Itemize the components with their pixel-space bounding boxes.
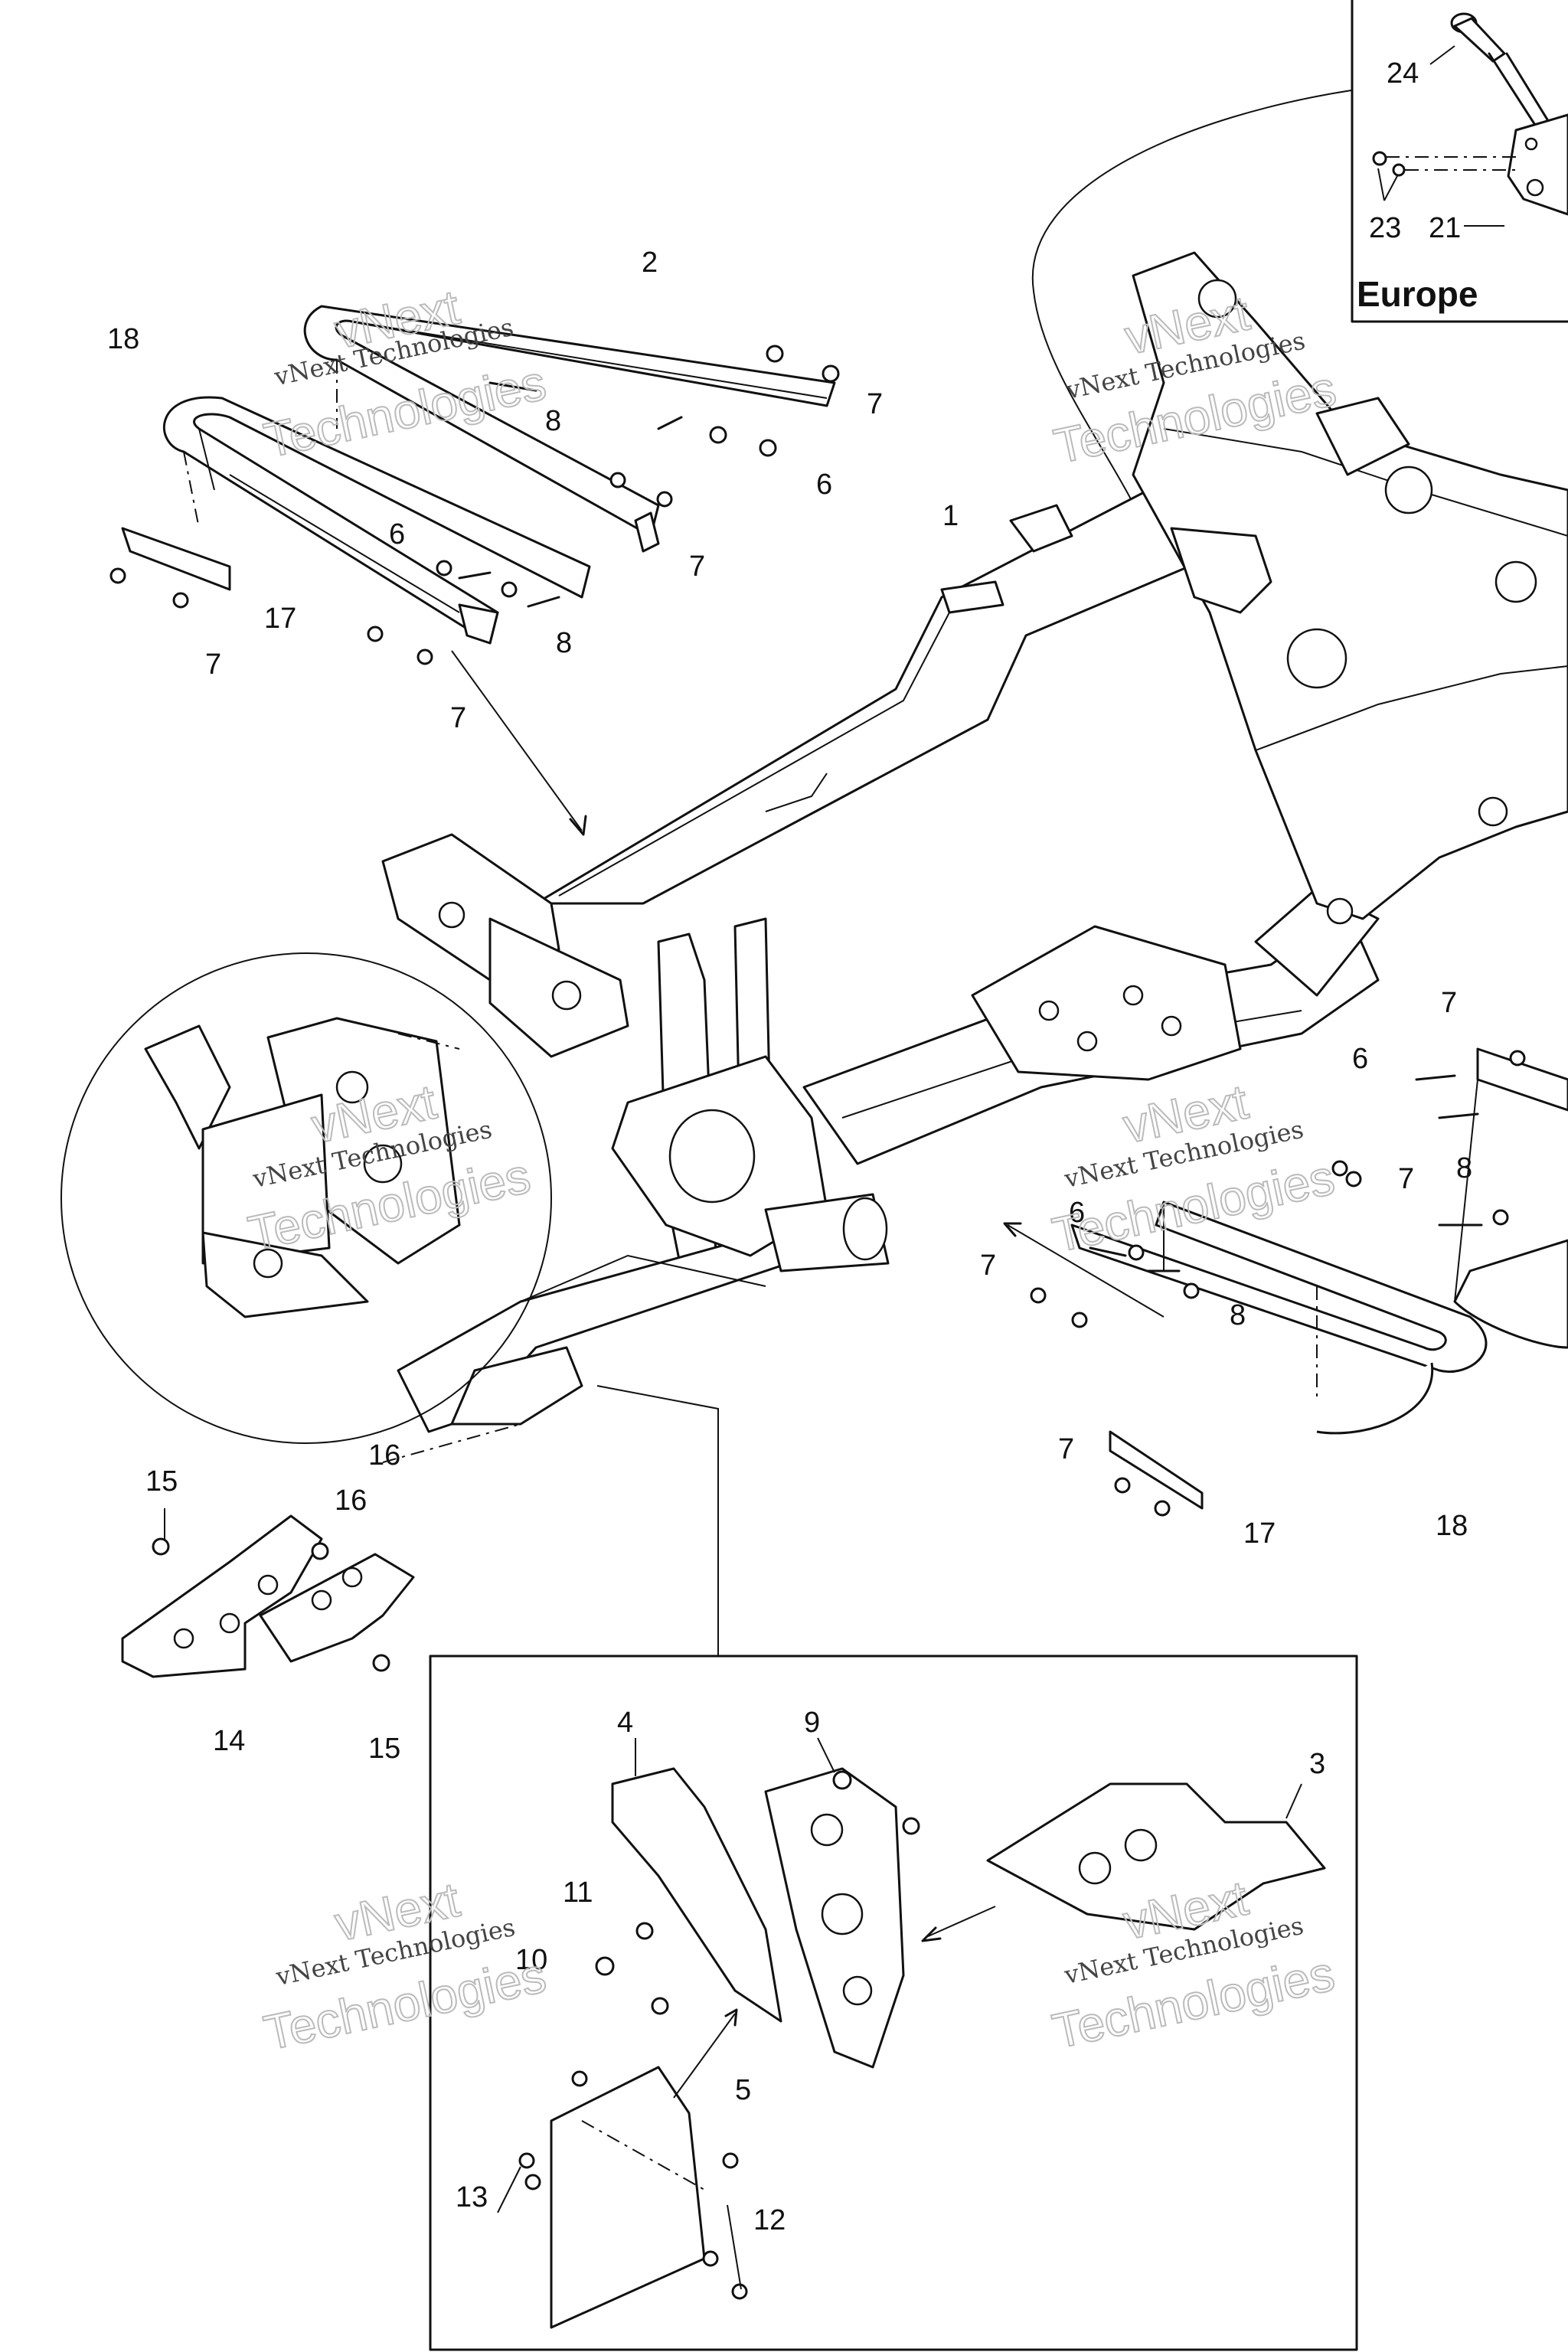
callout-7-d: 7 — [450, 702, 466, 734]
callout-7-a: 7 — [867, 388, 883, 420]
callout-16-a: 16 — [368, 1439, 400, 1472]
callout-8-c: 8 — [1456, 1152, 1472, 1184]
callout-11: 11 — [563, 1877, 593, 1909]
arrow-front-rack — [1007, 1224, 1165, 1318]
bracket-14 — [121, 1423, 521, 1678]
callout-7-b: 7 — [689, 550, 705, 583]
leader-curve — [1031, 90, 1352, 544]
callout-14: 14 — [213, 1725, 245, 1757]
callout-15-b: 15 — [368, 1733, 400, 1765]
callout-8-d: 8 — [1230, 1299, 1246, 1331]
rack-18-front — [1070, 1200, 1488, 1435]
europe-inset: 24 23 21 Europe — [1351, 0, 1568, 323]
callout-9: 9 — [804, 1707, 820, 1739]
callout-7-h: 7 — [1058, 1433, 1074, 1465]
callout-6-b: 6 — [389, 518, 405, 550]
rack-2-top — [303, 305, 836, 553]
rack-17-top-bracket — [121, 527, 231, 591]
main-frame — [381, 251, 1568, 1433]
detail-circle — [60, 952, 552, 1444]
callout-3: 3 — [1309, 1748, 1325, 1780]
callout-18-front: 18 — [1436, 1510, 1468, 1542]
callout-7-f: 7 — [1398, 1163, 1414, 1195]
callout-7-c: 7 — [205, 648, 221, 681]
callout-8-b: 8 — [556, 627, 572, 659]
callout-labels: 2 18 7 8 6 1 6 7 17 8 7 7 7 6 7 8 6 7 8 … — [107, 247, 1472, 2236]
callout-23: 23 — [1369, 212, 1401, 244]
watermark-mid-right: vNext Technologies Technologies vNext — [1047, 1073, 1340, 1264]
callout-17-top: 17 — [264, 603, 296, 635]
callout-6-d: 6 — [1069, 1197, 1085, 1229]
rack-2-front — [1453, 1047, 1568, 1349]
callout-7-e: 7 — [1441, 987, 1457, 1019]
rack-hardware-front — [1030, 1050, 1526, 1517]
callout-1: 1 — [942, 500, 959, 532]
watermark-bottom-left: vNext Technologies Technologies vNext — [259, 1871, 551, 2062]
callout-2: 2 — [642, 247, 658, 279]
europe-nuts — [1372, 151, 1520, 177]
callout-5: 5 — [735, 2074, 751, 2106]
europe-bracket-part — [1507, 113, 1568, 216]
arrow-rack-to-frame — [451, 650, 583, 831]
callout-21: 21 — [1429, 212, 1461, 244]
callout-4: 4 — [617, 1707, 633, 1739]
inset-title: Europe — [1357, 274, 1478, 314]
callout-16-b: 16 — [335, 1485, 367, 1517]
callout-8-a: 8 — [545, 405, 561, 437]
rack-hardware-top — [109, 345, 840, 665]
detail-box — [429, 1385, 1358, 2351]
callout-13: 13 — [456, 2181, 488, 2213]
callout-7-g: 7 — [980, 1250, 996, 1282]
callout-17-front: 17 — [1243, 1517, 1276, 1550]
callout-15-a: 15 — [145, 1465, 178, 1498]
callout-6-c: 6 — [1352, 1043, 1368, 1075]
callout-24: 24 — [1387, 57, 1419, 90]
callout-12: 12 — [753, 2204, 786, 2236]
rack-17-front-bracket — [1109, 1430, 1204, 1510]
callout-6-a: 6 — [816, 469, 832, 501]
callout-10: 10 — [515, 1944, 547, 1976]
callout-18-top: 18 — [107, 323, 139, 355]
rack-18-top — [162, 396, 591, 645]
